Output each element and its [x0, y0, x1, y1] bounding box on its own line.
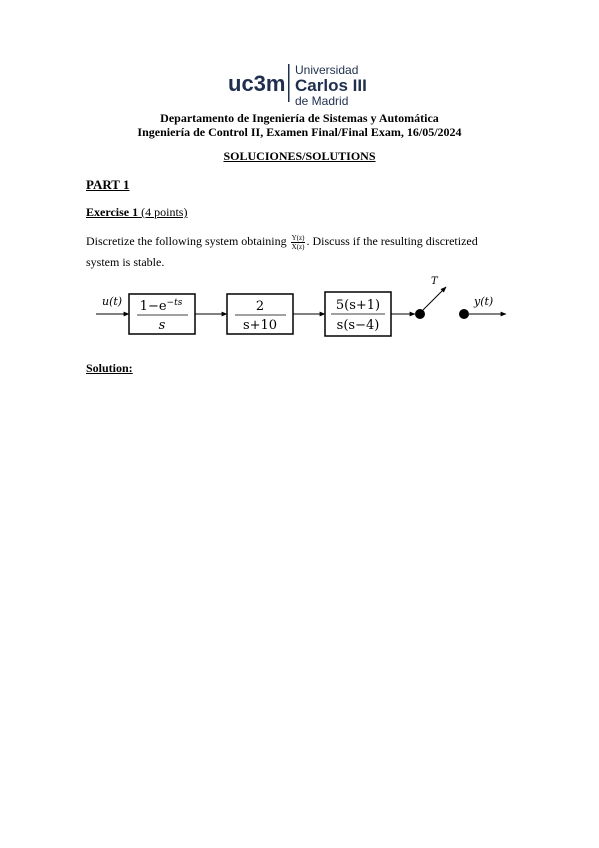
course-heading: Ingeniería de Control II, Examen Final/F…: [137, 125, 462, 139]
part-heading: PART 1: [86, 177, 130, 192]
sampler-right-node: [459, 309, 469, 319]
plant2-denominator: s(s−4): [337, 318, 380, 333]
exercise-name: Exercise 1: [86, 205, 139, 219]
logo-line2: Carlos III: [295, 76, 367, 95]
uc3m-logo: uc3m Universidad Carlos III de Madrid: [228, 63, 367, 108]
sampler-label: T: [431, 276, 439, 287]
exercise-points: (4 points): [141, 205, 188, 219]
document-title: SOLUCIONES/SOLUTIONS: [223, 149, 376, 163]
plant2-numerator: 5(s+1): [336, 298, 380, 313]
zoh-numerator: 1−e−ts: [140, 298, 183, 314]
logo-divider: [288, 64, 290, 102]
exercise-statement: Discretize the following system obtainin…: [86, 231, 506, 273]
logo-short: uc3m: [228, 71, 285, 96]
plant1-denominator: s+10: [243, 318, 277, 333]
logo-line1: Universidad: [295, 63, 358, 77]
plant1-numerator: 2: [256, 299, 264, 314]
sampler-switch: [422, 286, 447, 311]
solution-heading: Solution:: [86, 361, 133, 375]
statement-before: Discretize the following system obtainin…: [86, 234, 290, 248]
output-label: y(t): [473, 295, 493, 308]
transfer-fraction: Y(z)X(z): [290, 233, 306, 251]
block-diagram: u(t) 1−e−ts s 2 s+10 5(s+1) s(s−4) T y(t…: [96, 276, 507, 337]
zoh-num-base: 1−e: [140, 299, 167, 314]
exercise-heading: Exercise 1 (4 points): [86, 205, 187, 220]
fraction-numerator: Y(z): [290, 233, 306, 243]
fraction-denominator: X(z): [291, 242, 305, 251]
zoh-denominator: s: [159, 318, 166, 333]
sampler-left-node: [415, 309, 425, 319]
logo-line3: de Madrid: [295, 94, 348, 108]
department-heading: Departamento de Ingeniería de Sistemas y…: [160, 111, 439, 125]
input-label: u(t): [102, 295, 122, 308]
statement-after: . Discuss if the resulting discretized s…: [86, 234, 478, 269]
zoh-num-exp: −ts: [167, 298, 183, 308]
